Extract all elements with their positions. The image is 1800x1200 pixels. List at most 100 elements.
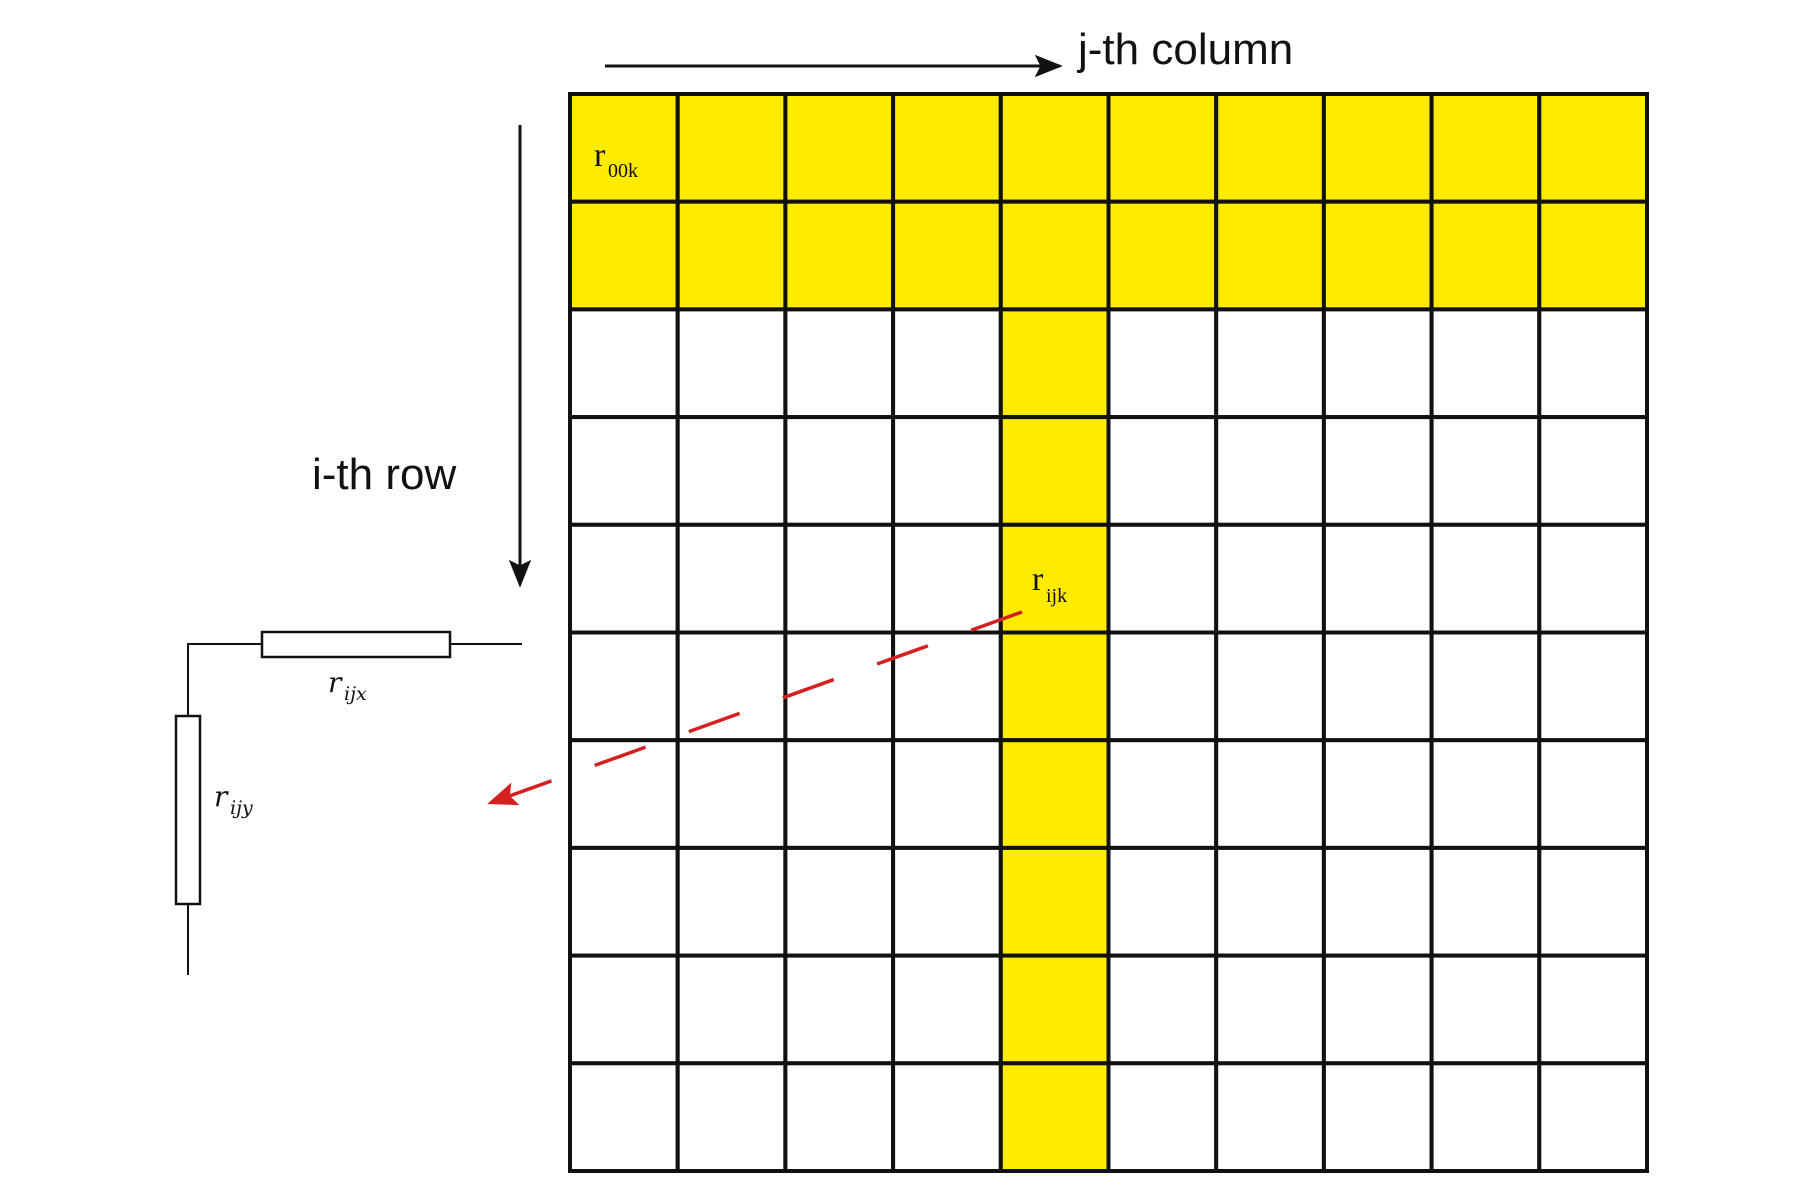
- target-cell-label-sub: ijk: [1046, 585, 1067, 607]
- grid-cell: [568, 630, 680, 743]
- resistor-network: r ijx r ijy: [174, 630, 522, 975]
- grid-cell: [568, 415, 680, 527]
- grid-cell-highlighted: [998, 738, 1111, 850]
- grid-cell-highlighted: [998, 1061, 1111, 1174]
- grid-cell: [1429, 307, 1542, 420]
- grid-cell: [1429, 1061, 1542, 1174]
- grid-cell: [783, 1061, 896, 1174]
- grid-cell-highlighted: [1537, 199, 1650, 312]
- corner-cell-label-sub: 00k: [608, 160, 638, 182]
- grid-cell: [1106, 1061, 1219, 1174]
- grid-cell-highlighted: [998, 199, 1111, 312]
- grid-cell: [1214, 738, 1326, 850]
- grid-cell-highlighted: [783, 92, 896, 204]
- grid-cell: [1537, 845, 1650, 958]
- grid-cell: [1537, 415, 1650, 527]
- grid-cell: [1106, 415, 1219, 527]
- grid-cell: [1214, 953, 1326, 1066]
- grid-cell: [1321, 522, 1434, 635]
- grid-cell: [783, 630, 896, 743]
- resistor-x-label-sub: ijx: [344, 683, 367, 705]
- grid-cell-highlighted: [891, 92, 1003, 204]
- grid-cell: [1537, 307, 1650, 420]
- grid-cell: [1106, 630, 1219, 743]
- resistor-x-label: r: [328, 666, 343, 699]
- grid-cell-highlighted: [1106, 92, 1219, 204]
- corner-cell-label: r: [594, 137, 606, 174]
- grid-cell: [568, 522, 680, 635]
- grid-cell: [891, 953, 1003, 1066]
- grid-cell: [1214, 1061, 1326, 1174]
- grid-cell-highlighted: [1429, 92, 1542, 204]
- grid-cell-highlighted: [1429, 199, 1542, 312]
- grid-cell: [1537, 630, 1650, 743]
- target-cell-label: r: [1032, 561, 1044, 598]
- resistor-y-label-sub: ijy: [230, 797, 253, 819]
- grid-cell-highlighted: [998, 307, 1111, 420]
- grid-cell: [675, 845, 788, 958]
- grid-cell: [783, 845, 896, 958]
- grid-cell: [568, 845, 680, 958]
- grid-cell-highlighted: [1214, 199, 1326, 312]
- grid-cell-highlighted: [1537, 92, 1650, 204]
- grid-cell: [675, 738, 788, 850]
- grid-cell: [1321, 1061, 1434, 1174]
- grid-cell-highlighted: [783, 199, 896, 312]
- grid-cell: [1537, 1061, 1650, 1174]
- grid-cell: [1106, 522, 1219, 635]
- grid-cell: [1106, 307, 1219, 420]
- grid-cell: [1537, 738, 1650, 850]
- grid-cell: [568, 953, 680, 1066]
- grid-cell-highlighted: [568, 199, 680, 312]
- grid-cell-highlighted: [998, 415, 1111, 527]
- grid-cell: [783, 522, 896, 635]
- grid-cell: [783, 953, 896, 1066]
- grid-cell-highlighted: [998, 630, 1111, 743]
- grid-cell: [1321, 738, 1434, 850]
- grid-cell: [891, 845, 1003, 958]
- resistor-y: [174, 714, 202, 906]
- grid-cell: [891, 307, 1003, 420]
- grid-cell: [1429, 845, 1542, 958]
- grid-cell: [783, 307, 896, 420]
- grid-cell: [675, 415, 788, 527]
- grid-cell-highlighted: [891, 199, 1003, 312]
- corner-cell-label-base: r: [594, 137, 606, 174]
- grid-cell: [1321, 953, 1434, 1066]
- grid-cell: [675, 953, 788, 1066]
- grid-cell: [1429, 738, 1542, 850]
- grid-cell: [1321, 415, 1434, 527]
- grid-cell-highlighted: [1321, 199, 1434, 312]
- grid-cell: [891, 415, 1003, 527]
- grid-cell-highlighted: [998, 953, 1111, 1066]
- row-axis-label: i-th row: [312, 450, 456, 499]
- grid-cell: [891, 522, 1003, 635]
- grid-cell: [1106, 845, 1219, 958]
- grid-cell: [783, 738, 896, 850]
- grid-cell: [675, 1061, 788, 1174]
- grid-cell-highlighted: [1321, 92, 1434, 204]
- grid-cell: [1429, 522, 1542, 635]
- grid-cell: [1214, 307, 1326, 420]
- grid-cell-highlighted: [1106, 199, 1219, 312]
- grid-cell: [1214, 522, 1326, 635]
- grid-cell: [1321, 630, 1434, 743]
- grid-cell: [1214, 415, 1326, 527]
- grid-cell: [1321, 845, 1434, 958]
- grid-cell: [891, 1061, 1003, 1174]
- grid-cell-highlighted: [1214, 92, 1326, 204]
- grid-cell: [675, 630, 788, 743]
- grid-cell: [568, 307, 680, 420]
- grid-cell: [891, 630, 1003, 743]
- grid-cell: [1106, 738, 1219, 850]
- grid-cell-highlighted: [998, 92, 1111, 204]
- grid-cell: [1537, 953, 1650, 1066]
- grid-cell-highlighted: [998, 845, 1111, 958]
- grid-cell: [1429, 953, 1542, 1066]
- grid-cell: [1106, 953, 1219, 1066]
- grid-cell: [568, 1061, 680, 1174]
- grid-cell: [891, 738, 1003, 850]
- grid-cell: [1537, 522, 1650, 635]
- grid-cell: [1429, 630, 1542, 743]
